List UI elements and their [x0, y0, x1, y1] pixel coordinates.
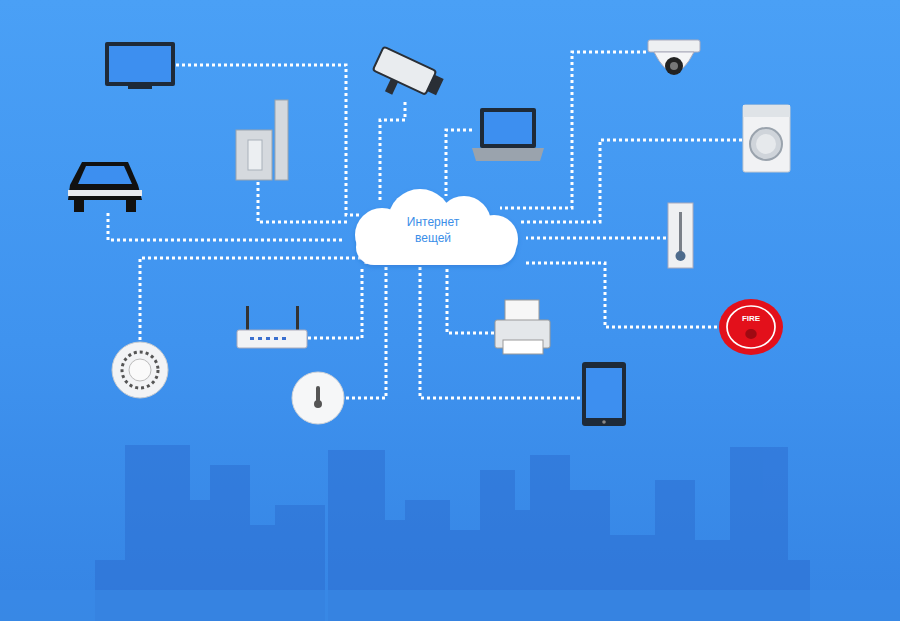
- car-icon: [68, 162, 142, 212]
- tablet-icon: [582, 362, 626, 426]
- cloud-node: Интернет вещей: [340, 185, 526, 267]
- laptop-icon: [472, 108, 544, 161]
- fire-alarm: FIRE: [719, 299, 783, 355]
- printer-icon: [495, 300, 550, 354]
- cloud-label: Интернет вещей: [397, 214, 469, 246]
- dotted-links: [108, 52, 742, 398]
- alarm-label: FIRE: [731, 314, 771, 325]
- tower-icon: [236, 100, 288, 180]
- camera-icon: [367, 47, 446, 112]
- dome-camera-icon: [648, 40, 700, 75]
- tv-icon: [105, 42, 175, 89]
- thermometer-icon: [668, 203, 693, 268]
- washer-icon: [743, 105, 790, 172]
- fire-shape: [719, 299, 783, 355]
- router-icon: [237, 306, 307, 348]
- smoke-detector-icon: [112, 342, 168, 398]
- dotted-connector: [526, 263, 719, 327]
- sensor-icon: [292, 372, 344, 424]
